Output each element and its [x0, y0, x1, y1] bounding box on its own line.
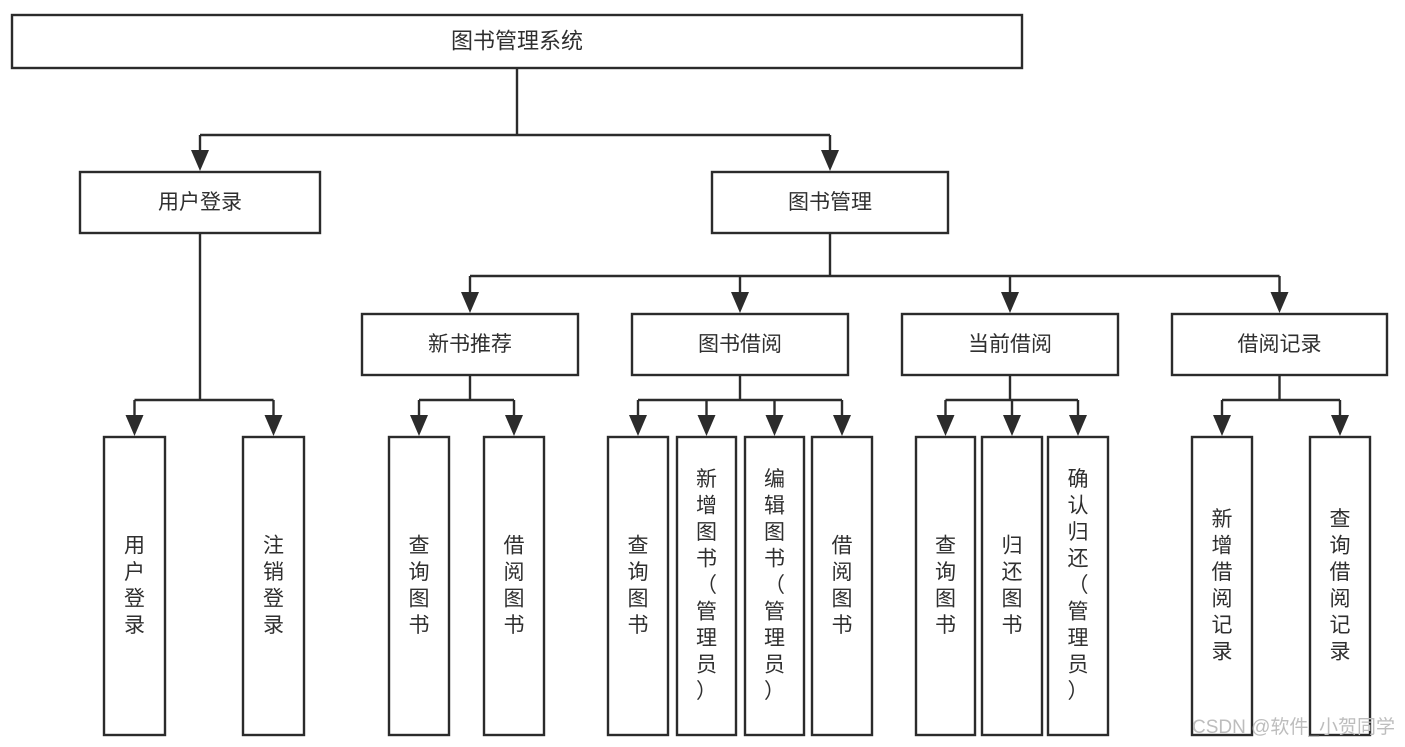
arrow-head-icon	[821, 150, 839, 171]
node-label-root: 图书管理系统	[451, 28, 583, 53]
node-box-leaf-rec-query-book[interactable]	[387, 435, 451, 737]
arrow-head-icon	[765, 415, 784, 436]
connector-group-root-to-level1	[191, 68, 839, 171]
arrow-head-icon	[505, 415, 523, 436]
node-label-current-borrow: 当前借阅	[968, 333, 1052, 356]
node-box-leaf-borrow-borrow-book[interactable]	[810, 435, 874, 737]
arrow-head-icon	[629, 415, 647, 436]
node-box-borrow-record[interactable]	[1170, 312, 1389, 377]
node-leaf-borrow-borrow-book[interactable]: 借阅图书	[810, 435, 874, 737]
node-label-leaf-current-query-book: 查询图书	[935, 534, 956, 637]
connector-group-current-borrow-to-leaves	[936, 375, 1087, 436]
node-book-manage[interactable]: 图书管理	[710, 170, 950, 235]
node-label-borrow-record: 借阅记录	[1238, 333, 1322, 356]
node-label-book-borrow: 图书借阅	[698, 333, 782, 356]
node-current-borrow[interactable]: 当前借阅	[900, 312, 1120, 377]
connector-group-new-book-rec-to-leaves	[410, 375, 523, 436]
node-leaf-borrow-edit-book[interactable]: 编辑图书（管理员）	[743, 435, 806, 737]
node-box-leaf-borrow-add-book[interactable]	[675, 435, 738, 737]
node-box-leaf-rec-borrow-book[interactable]	[482, 435, 546, 737]
node-label-new-book-rec: 新书推荐	[428, 333, 512, 356]
node-box-leaf-user-logout[interactable]	[241, 435, 306, 737]
node-new-book-rec[interactable]: 新书推荐	[360, 312, 580, 377]
node-leaf-record-query[interactable]: 查询借阅记录	[1308, 435, 1372, 737]
connector-group-user-login-to-leaves	[125, 233, 283, 436]
node-box-leaf-current-query-book[interactable]	[914, 435, 977, 737]
node-box-leaf-borrow-query-book[interactable]	[606, 435, 670, 737]
node-user-login[interactable]: 用户登录	[78, 170, 322, 235]
node-leaf-user-logout[interactable]: 注销登录	[241, 435, 306, 737]
node-leaf-borrow-query-book[interactable]: 查询图书	[606, 435, 670, 737]
node-label-leaf-borrow-borrow-book: 借阅图书	[832, 534, 853, 637]
node-label-leaf-record-add: 新增借阅记录	[1212, 507, 1233, 663]
arrow-head-icon	[731, 292, 749, 313]
arrow-head-icon	[1001, 292, 1019, 313]
node-box-book-borrow[interactable]	[630, 312, 850, 377]
node-box-leaf-borrow-edit-book[interactable]	[743, 435, 806, 737]
node-book-borrow[interactable]: 图书借阅	[630, 312, 850, 377]
node-borrow-record[interactable]: 借阅记录	[1170, 312, 1389, 377]
arrow-head-icon	[697, 415, 716, 436]
arrow-head-icon	[1213, 415, 1231, 436]
arrow-head-icon	[125, 415, 144, 436]
node-leaf-borrow-add-book[interactable]: 新增图书（管理员）	[675, 435, 738, 737]
node-leaf-current-return-book[interactable]: 归还图书	[980, 435, 1044, 737]
node-label-leaf-borrow-add-book: 新增图书（管理员）	[696, 468, 717, 703]
arrow-head-icon	[833, 415, 851, 436]
node-leaf-current-query-book[interactable]: 查询图书	[914, 435, 977, 737]
watermark-label: CSDN @软件_小贺同学	[1192, 716, 1395, 738]
node-leaf-user-login[interactable]: 用户登录	[102, 435, 167, 737]
arrow-head-icon	[1270, 292, 1289, 313]
node-label-leaf-borrow-edit-book: 编辑图书（管理员）	[764, 468, 785, 703]
connector-group-book-manage-to-level2	[461, 233, 1289, 313]
connector-group-book-borrow-to-leaves	[629, 375, 851, 436]
node-box-book-manage[interactable]	[710, 170, 950, 235]
arrow-head-icon	[410, 415, 428, 436]
node-box-leaf-user-login[interactable]	[102, 435, 167, 737]
node-label-leaf-user-login: 用户登录	[124, 534, 145, 637]
arrow-head-icon	[461, 292, 479, 313]
node-label-leaf-borrow-query-book: 查询图书	[628, 534, 649, 637]
node-box-user-login[interactable]	[78, 170, 322, 235]
arrow-head-icon	[1069, 415, 1087, 436]
node-label-user-login: 用户登录	[158, 191, 242, 214]
node-box-leaf-current-return-book[interactable]	[980, 435, 1044, 737]
node-label-book-manage: 图书管理	[788, 191, 872, 214]
node-label-leaf-record-query: 查询借阅记录	[1330, 507, 1351, 663]
node-leaf-record-add[interactable]: 新增借阅记录	[1190, 435, 1254, 737]
node-leaf-current-confirm-return[interactable]: 确认归还（管理员）	[1046, 435, 1110, 737]
node-root[interactable]: 图书管理系统	[10, 13, 1024, 70]
node-box-root[interactable]	[10, 13, 1024, 70]
node-label-leaf-user-logout: 注销登录	[263, 534, 284, 637]
node-label-leaf-current-confirm-return: 确认归还（管理员）	[1068, 468, 1089, 703]
node-box-new-book-rec[interactable]	[360, 312, 580, 377]
node-leaf-rec-query-book[interactable]: 查询图书	[387, 435, 451, 737]
node-box-current-borrow[interactable]	[900, 312, 1120, 377]
arrow-head-icon	[264, 415, 283, 436]
arrow-head-icon	[1331, 415, 1349, 436]
node-leaf-rec-borrow-book[interactable]: 借阅图书	[482, 435, 546, 737]
node-layer: 图书管理系统用户登录图书管理新书推荐图书借阅当前借阅借阅记录用户登录注销登录查询…	[10, 13, 1389, 737]
node-box-leaf-record-add[interactable]	[1190, 435, 1254, 737]
arrow-head-icon	[1003, 415, 1021, 436]
connector-layer	[125, 68, 1349, 436]
arrow-head-icon	[191, 150, 209, 171]
arrow-head-icon	[936, 415, 955, 436]
node-label-leaf-rec-borrow-book: 借阅图书	[504, 534, 525, 637]
connector-group-borrow-record-to-leaves	[1213, 375, 1349, 436]
node-box-leaf-record-query[interactable]	[1308, 435, 1372, 737]
node-label-leaf-current-return-book: 归还图书	[1002, 534, 1023, 637]
node-label-leaf-rec-query-book: 查询图书	[409, 534, 430, 637]
node-box-leaf-current-confirm-return[interactable]	[1046, 435, 1110, 737]
